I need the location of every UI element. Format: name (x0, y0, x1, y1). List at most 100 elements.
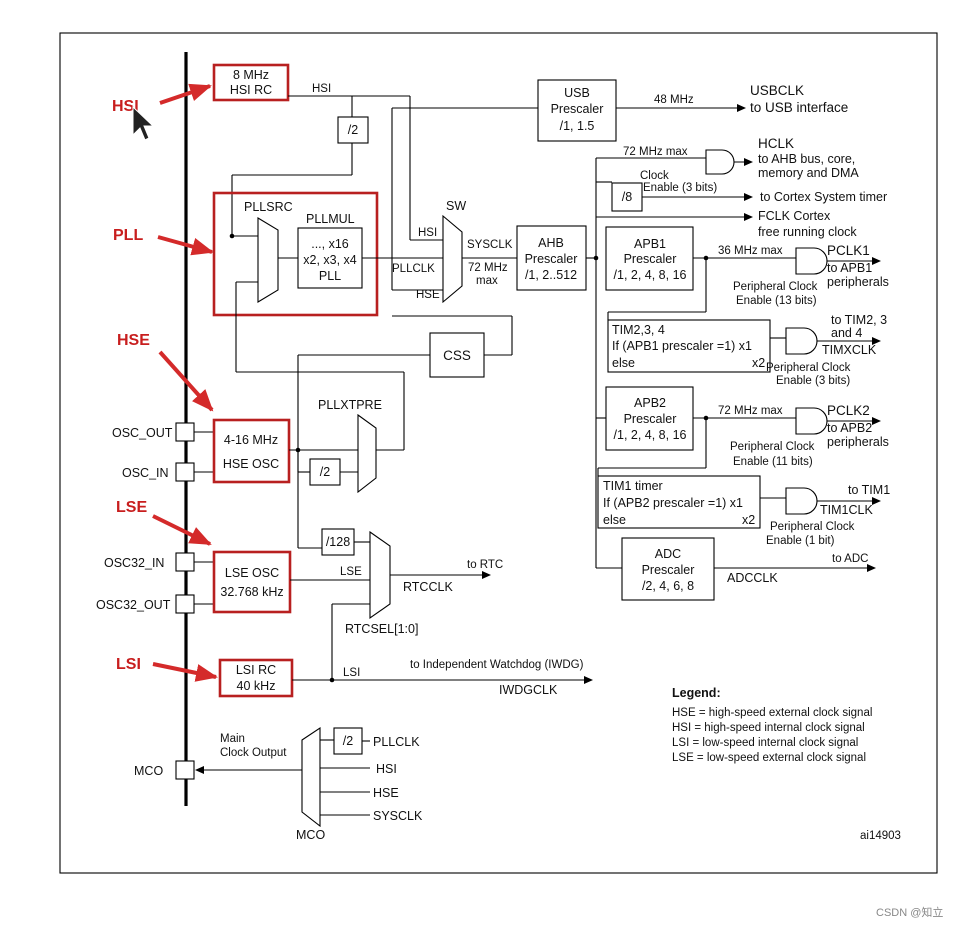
pll-box-line3: PLL (319, 269, 341, 283)
sw-hse-label: HSE (416, 289, 440, 301)
osc-in-label: OSC_IN (122, 466, 169, 480)
to-iwdg-label: to Independent Watchdog (IWDG) (410, 659, 584, 671)
legend-title: Legend: (672, 686, 721, 700)
pllxtpre-label: PLLXTPRE (318, 398, 382, 412)
rtcsel-mux (369, 530, 391, 620)
pclk1-dest-line2: peripherals (827, 275, 889, 289)
lse-osc-box (212, 550, 292, 614)
ahb-box-line1: AHB (538, 236, 564, 250)
legend-item-hse: HSE = high-speed external clock signal (672, 707, 872, 719)
lse-osc-line2: 32.768 kHz (220, 585, 283, 599)
hse-div2-label: /2 (320, 465, 330, 479)
pll-block (212, 191, 379, 317)
hsi-rc-line2: HSI RC (230, 83, 272, 97)
hsi-div2-box (337, 116, 369, 144)
pll-box-line1: ..., x16 (311, 237, 349, 251)
pll-multiplier-box (297, 227, 363, 289)
tim1clk-and-gate (785, 487, 818, 515)
sysclk-max-line2: max (476, 275, 498, 287)
osc-out-pin (175, 422, 195, 442)
lsi-signal-label: LSI (343, 667, 360, 679)
mco-pin (175, 760, 195, 780)
timx-dest-line1: to TIM2, 3 (831, 313, 887, 327)
apb1-prescaler-box (605, 226, 694, 291)
hse-red-label: HSE (117, 332, 150, 349)
osc32-out-label: OSC32_OUT (96, 598, 171, 612)
css-label: CSS (443, 348, 471, 363)
timxclk-label: TIMXCLK (822, 343, 877, 357)
apb1-max-label: 36 MHz max (718, 245, 783, 257)
adcclk-label: ADCCLK (727, 571, 778, 585)
timx-dest-line2: and 4 (831, 326, 862, 340)
to-rtc-label: to RTC (467, 559, 503, 571)
usb-box-line2: Prescaler (551, 102, 604, 116)
rtcclk-label: RTCCLK (403, 580, 453, 594)
pllxtpre-mux (357, 413, 377, 494)
apb2-tim-line4: x2 (742, 513, 755, 527)
mco-mux-label: MCO (296, 828, 325, 842)
legend-item-lse: LSE = low-speed external clock signal (672, 752, 866, 764)
sw-label: SW (446, 199, 466, 213)
apb2-tim-line2: If (APB2 prescaler =1) x1 (603, 496, 743, 510)
timxclk-and-gate (785, 327, 818, 355)
pllsrc-mux (257, 217, 279, 303)
usb-freq-label: 48 MHz (654, 94, 694, 106)
sw-pllclk-label: PLLCLK (392, 263, 435, 275)
css-box (429, 332, 485, 378)
ahb-clock-enable-line2: Enable (3 bits) (643, 182, 717, 194)
adc-box-line2: Prescaler (642, 563, 695, 577)
osc-out-label: OSC_OUT (112, 426, 173, 440)
apb1-box-line1: APB1 (634, 237, 666, 251)
apb1-tim-line4: x2 (752, 356, 765, 370)
hclk-label: HCLK (758, 136, 794, 151)
mco-mux (301, 726, 321, 828)
ahb-max-label: 72 MHz max (623, 146, 688, 158)
lse-signal-label: LSE (340, 566, 362, 578)
usb-interface-label: to USB interface (750, 100, 848, 115)
mco-input-hsi: HSI (376, 762, 397, 776)
mouse-cursor-icon (132, 105, 155, 141)
apb1-tim-enable-line1: Peripheral Clock (766, 362, 851, 374)
cortex-div8-label: /8 (622, 190, 632, 204)
mco-main-label-line2: Clock Output (220, 747, 287, 759)
pclk2-dest-line1: to APB2 (827, 421, 872, 435)
to-adc-label: to ADC (832, 553, 868, 565)
hclk-dest-line2: memory and DMA (758, 166, 859, 180)
watermark: CSDN @知立 (876, 905, 943, 919)
apb1-tim-enable-line2: Enable (3 bits) (776, 375, 850, 387)
figure-reference: ai14903 (860, 830, 901, 842)
pll-red-label: PLL (113, 227, 143, 244)
hsi-signal-label: HSI (312, 83, 331, 95)
pclk2-and-gate (795, 407, 828, 435)
pclk1-dest-line1: to APB1 (827, 261, 872, 275)
apb2-max-label: 72 MHz max (718, 405, 783, 417)
usb-box-line1: USB (564, 86, 590, 100)
apb1-enable-line2: Enable (13 bits) (736, 295, 817, 307)
apb1-enable-line1: Peripheral Clock (733, 281, 818, 293)
apb2-box-line2: Prescaler (624, 412, 677, 426)
sw-hsi-label: HSI (418, 227, 437, 239)
osc32-in-pin (175, 552, 195, 572)
pclk1-label: PCLK1 (827, 243, 870, 258)
usb-box-line3: /1, 1.5 (560, 119, 595, 133)
hclk-and-gate (705, 149, 735, 175)
fclk-line2: free running clock (758, 225, 857, 239)
tim1-dest-label: to TIM1 (848, 483, 890, 497)
hsi-red-label: HSI (112, 98, 139, 115)
pllmul-label: PLLMUL (306, 212, 355, 226)
cortex-div8-box (611, 182, 643, 212)
lse-osc-line1: LSE OSC (225, 566, 279, 580)
osc32-out-pin (175, 594, 195, 614)
pll-box-line2: x2, x3, x4 (303, 253, 357, 267)
apb2-enable-line2: Enable (11 bits) (733, 456, 813, 468)
pclk1-and-gate (795, 247, 828, 275)
lsi-rc-line2: 40 kHz (237, 679, 276, 693)
apb2-prescaler-box (605, 386, 694, 451)
fclk-line1: FCLK Cortex (758, 209, 831, 223)
lsi-rc-line1: LSI RC (236, 663, 276, 677)
hsi-rc-box (212, 63, 290, 102)
apb2-tim-line3: else (603, 513, 626, 527)
apb2-tim-enable-line2: Enable (1 bit) (766, 535, 835, 547)
hsi-div2-label: /2 (348, 123, 358, 137)
